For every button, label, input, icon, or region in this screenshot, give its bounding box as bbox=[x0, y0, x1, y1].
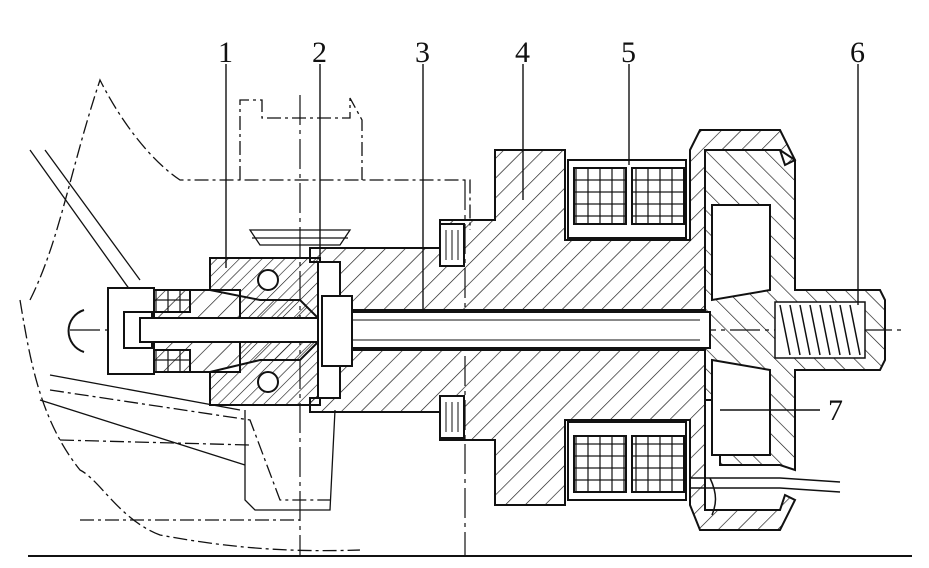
coil-upper bbox=[567, 159, 687, 239]
phantom-lines-solid bbox=[29, 149, 352, 511]
leader-lines bbox=[225, 64, 859, 411]
flange-ring bbox=[439, 223, 465, 439]
o-rings bbox=[153, 269, 279, 393]
threaded-plug bbox=[774, 301, 866, 359]
callout-3: 3 bbox=[415, 36, 430, 69]
callout-7: 7 bbox=[828, 394, 843, 427]
coil-lower bbox=[567, 421, 687, 501]
armature-plate bbox=[711, 204, 771, 456]
phantom-outlines bbox=[19, 78, 471, 552]
seal-block bbox=[317, 261, 353, 399]
nozzle-tip bbox=[67, 287, 341, 375]
callout-2: 2 bbox=[312, 36, 327, 69]
callout-1: 1 bbox=[218, 36, 233, 69]
callout-labels: 1 2 3 4 5 6 7 bbox=[218, 36, 865, 427]
valve-shaft bbox=[329, 311, 711, 349]
callout-5: 5 bbox=[621, 36, 636, 69]
wire-leads bbox=[690, 477, 841, 516]
callout-4: 4 bbox=[515, 36, 530, 69]
callout-6: 6 bbox=[850, 36, 865, 69]
